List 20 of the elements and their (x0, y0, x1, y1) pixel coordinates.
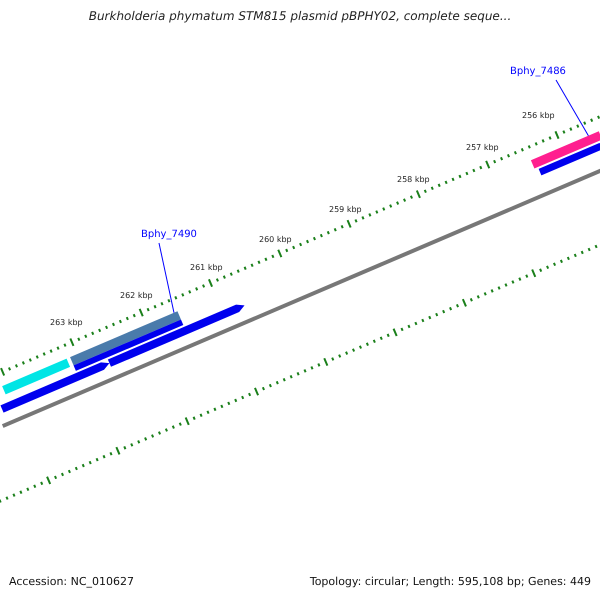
gene-bar (530, 131, 600, 169)
leader-line (158, 242, 174, 314)
tick-label: 257 kbp (466, 143, 499, 152)
tick-label: 258 kbp (397, 175, 430, 184)
gene-bar (0, 362, 110, 413)
tick-label: 262 kbp (120, 291, 153, 300)
gene-label: Bphy_7490 (141, 229, 197, 240)
gene-bar (538, 142, 600, 176)
tick-label: 256 kbp (522, 111, 555, 120)
accession-text: Accession: NC_010627 (9, 575, 134, 588)
tick-label: 263 kbp (50, 318, 83, 327)
tick-label: 260 kbp (259, 235, 292, 244)
gene-bar (70, 311, 181, 366)
tick-label: 261 kbp (190, 263, 223, 272)
tick-label: 259 kbp (329, 205, 362, 214)
summary-text: Topology: circular; Length: 595,108 bp; Genes: 449 (310, 575, 591, 588)
gene-bar (108, 304, 245, 367)
diagram-title: Burkholderia phymatum STM815 plasmid pBPHY02, complete seque... (88, 9, 512, 23)
gene-bar (2, 358, 70, 394)
gene-label: Bphy_7486 (510, 66, 566, 77)
